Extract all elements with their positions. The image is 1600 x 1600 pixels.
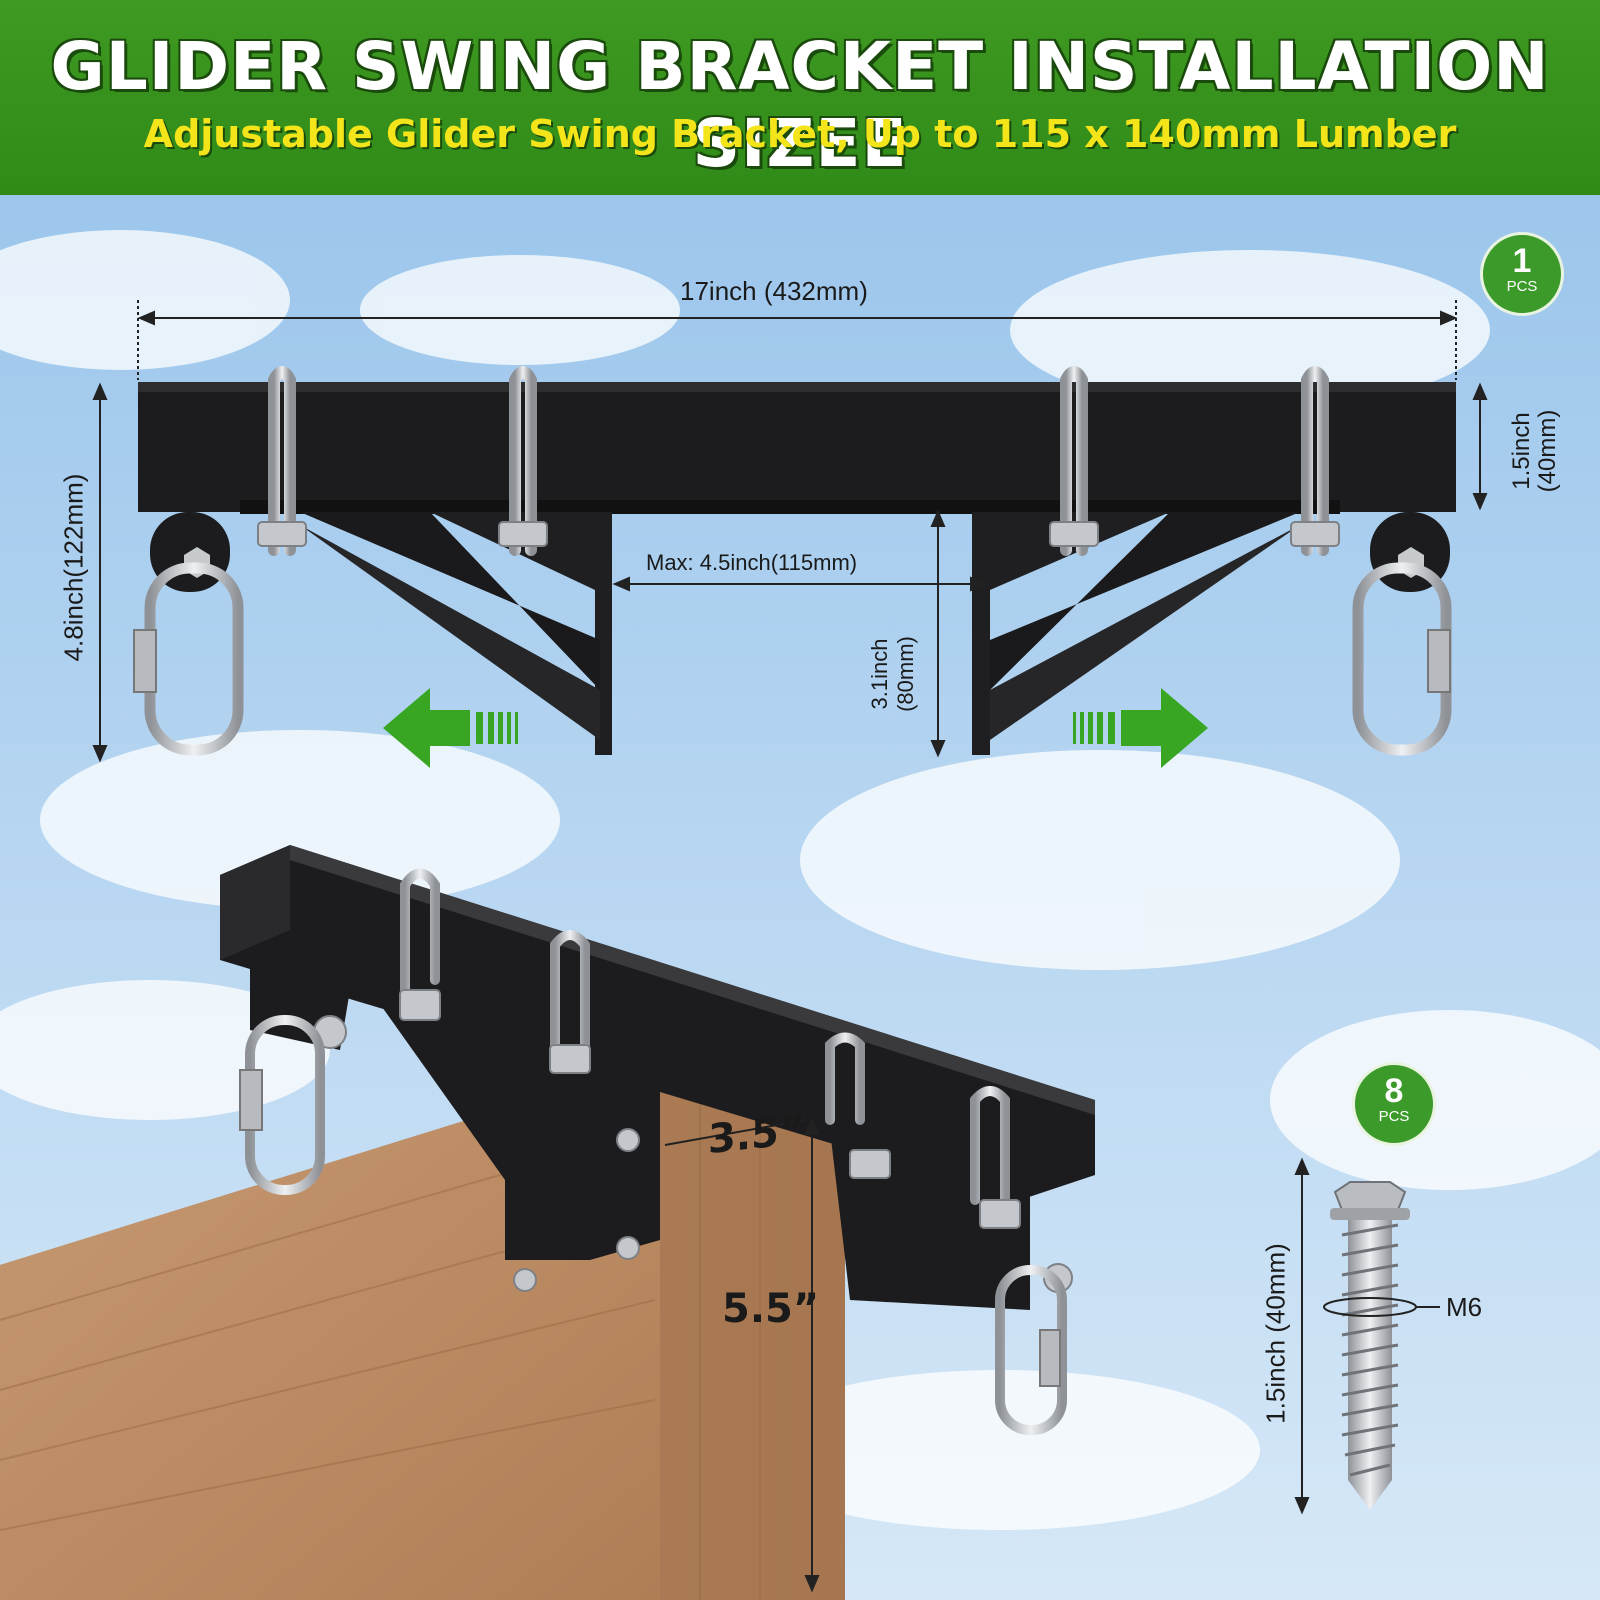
adjust-arrow-left — [383, 688, 518, 768]
tube-height-label: 1.5inch (40mm) — [1508, 371, 1561, 531]
lumber-height-label: 5.5” — [722, 1286, 820, 1332]
total-height-label: 4.8inch(122mm) — [58, 473, 89, 662]
screw-thread-label: M6 — [1446, 1292, 1483, 1322]
bracket-installed-view — [0, 845, 1095, 1600]
length-dimension-label: 17inch (432mm) — [680, 276, 868, 306]
tube-height-metric: (40mm) — [1534, 409, 1561, 493]
adjust-arrow-right — [1073, 688, 1208, 768]
clouds — [0, 230, 1600, 1530]
max-gap-label: Max: 4.5inch(115mm) — [646, 550, 858, 575]
screw-quantity-unit: PCS — [1378, 1108, 1410, 1125]
page-title: GLIDER SWING BRACKET INSTALLATION SIZEE — [50, 28, 1550, 182]
bracket-quantity-badge: 1 PCS — [1480, 232, 1564, 316]
leg-height-metric: (80mm) — [893, 636, 918, 712]
bracket-quantity-unit: PCS — [1506, 278, 1538, 295]
dimension-lines — [92, 300, 1488, 763]
page-subtitle: Adjustable Glider Swing Bracket, Up to 1… — [143, 112, 1457, 156]
screw-length-label: 1.5inch (40mm) — [1260, 1243, 1291, 1424]
screw-quantity-badge: 8 PCS — [1352, 1062, 1436, 1146]
leg-height-value: 3.1inch — [867, 638, 892, 710]
header-banner: GLIDER SWING BRACKET INSTALLATION SIZEE … — [0, 0, 1600, 195]
screw-quantity: 8 — [1384, 1072, 1404, 1110]
leg-height-label: 3.1inch (80mm) — [867, 599, 919, 749]
screw-illustration — [1294, 1157, 1440, 1515]
bracket-quantity: 1 — [1512, 242, 1532, 280]
bracket-front-view — [133, 366, 1456, 768]
tube-height-value: 1.5inch — [1508, 412, 1535, 490]
